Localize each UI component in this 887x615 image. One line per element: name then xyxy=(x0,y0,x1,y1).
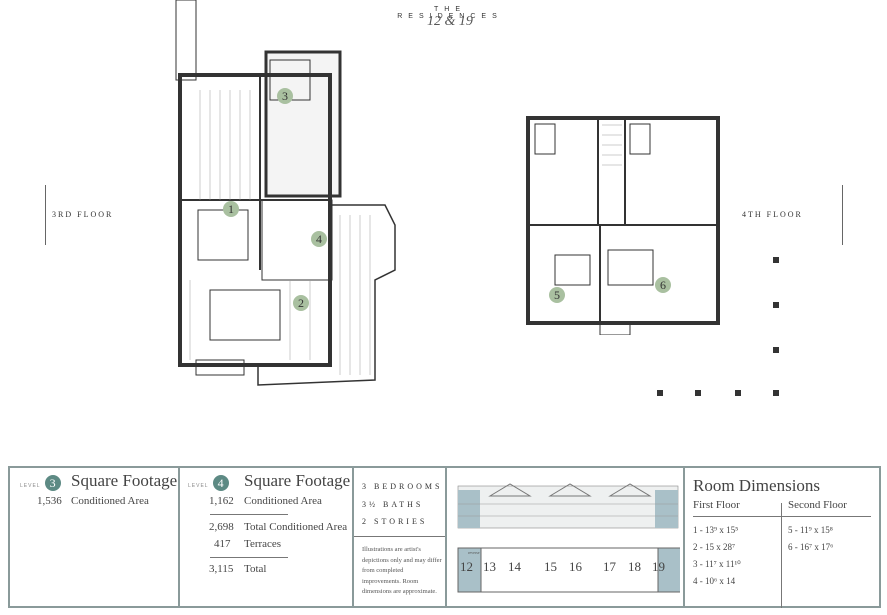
level4-value: 1,162 xyxy=(209,495,234,507)
third-floor-label: 3RD FLOOR xyxy=(52,210,114,219)
decor-square xyxy=(773,390,779,396)
unit-numbers: 12 13 14 15 16 17 18 19 xyxy=(460,559,710,579)
level4-label: Total Conditioned Area xyxy=(244,521,348,533)
second-floor-label: Second Floor xyxy=(788,499,847,511)
room-marker-3: 3 xyxy=(277,88,293,104)
header-title: 12 & 19 xyxy=(427,14,473,29)
level4-value: 417 xyxy=(214,538,231,550)
unit-18: 18 xyxy=(628,559,641,574)
level4-label: Total xyxy=(244,563,267,575)
level3-badge: 3 xyxy=(44,475,61,491)
first-floor-label: First Floor xyxy=(693,499,740,511)
feature-stories: 2 STORIES xyxy=(362,517,428,526)
level-word: LEVEL xyxy=(20,483,41,489)
level4-heading: Square Footage xyxy=(244,471,351,490)
label-divider xyxy=(842,185,843,245)
level3-heading: Square Footage xyxy=(71,471,178,490)
level4-label: Conditioned Area xyxy=(244,495,322,507)
room-marker-5: 5 xyxy=(549,287,565,303)
site-plan xyxy=(457,483,680,593)
divider xyxy=(354,536,445,537)
level4-value: 2,698 xyxy=(209,521,234,533)
dimension-row: 5 - 11⁹ x 15⁸ xyxy=(788,525,833,535)
level4-badge-group: LEVEL 4 xyxy=(188,474,229,492)
level4-badge: 4 xyxy=(212,475,229,491)
decor-square xyxy=(773,257,779,263)
level3-label: Conditioned Area xyxy=(71,495,149,507)
decor-square xyxy=(657,390,663,396)
dimension-row: 6 - 16⁷ x 17⁶ xyxy=(788,542,834,552)
room-marker-4: 4 xyxy=(311,231,327,247)
level3-badge-group: LEVEL 3 xyxy=(20,474,61,492)
header-kicker: THE RESIDENCES xyxy=(397,6,503,20)
unit-13: 13 xyxy=(483,559,496,574)
unit-19: 19 xyxy=(652,559,665,574)
level-word: LEVEL xyxy=(188,483,209,489)
dimension-row: 1 - 13⁹ x 15⁵ xyxy=(693,525,739,535)
unit-16: 16 xyxy=(569,559,582,574)
third-floor-plan xyxy=(175,0,396,386)
fourth-floor-label: 4TH FLOOR xyxy=(742,210,803,219)
room-marker-1: 1 xyxy=(223,201,239,217)
dimension-row: 3 - 11⁷ x 11¹⁰ xyxy=(693,559,741,569)
unit-15: 15 xyxy=(544,559,557,574)
info-panel: LEVEL 3 Square Footage 1,536 Conditioned… xyxy=(8,466,881,608)
unit-17: 17 xyxy=(603,559,616,574)
decor-square xyxy=(773,302,779,308)
level4-value: 3,115 xyxy=(209,563,234,575)
room-marker-6: 6 xyxy=(655,277,671,293)
decor-square xyxy=(735,390,741,396)
decor-square xyxy=(695,390,701,396)
dimension-row: 4 - 10⁶ x 14 xyxy=(693,576,736,586)
feature-baths: 3½ BATHS xyxy=(362,500,424,509)
level3-value: 1,536 xyxy=(37,495,62,507)
room-marker-2: 2 xyxy=(293,295,309,311)
feature-bedrooms: 3 BEDROOMS xyxy=(362,482,443,491)
fourth-floor-plan xyxy=(526,116,720,335)
reverse-label: reverse xyxy=(468,550,480,555)
unit-12: 12 xyxy=(460,559,473,574)
room-dimensions-title: Room Dimensions xyxy=(693,476,821,495)
label-divider xyxy=(45,185,46,245)
unit-14: 14 xyxy=(508,559,521,574)
disclaimer: Illustrations are artist's depictions on… xyxy=(362,546,442,595)
building-elevation xyxy=(457,485,679,529)
decor-square xyxy=(773,347,779,353)
level4-label: Terraces xyxy=(244,538,282,550)
dimension-row: 2 - 15 x 28⁷ xyxy=(693,542,736,552)
